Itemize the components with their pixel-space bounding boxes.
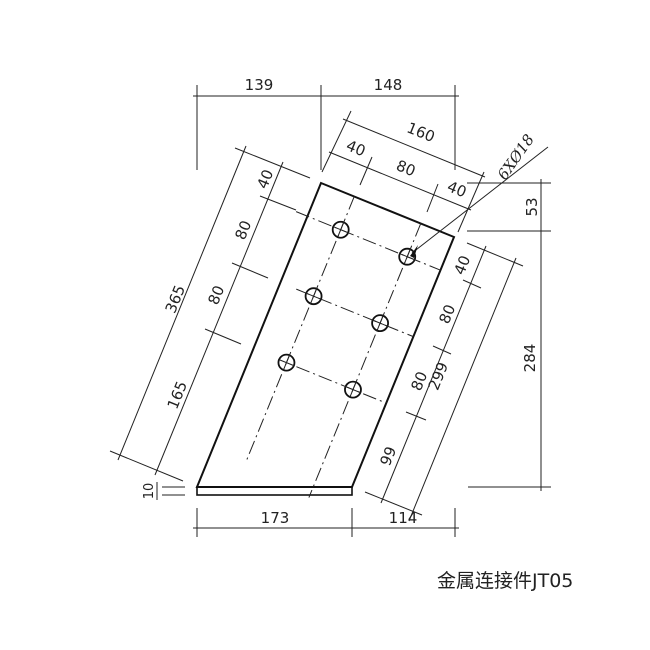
dim-label-173: 173 xyxy=(261,509,290,527)
column-centerline-1 xyxy=(308,223,422,498)
dim-label-284: 284 xyxy=(521,344,539,373)
dim-left xyxy=(109,145,311,482)
dim-label-160: 160 xyxy=(404,119,437,146)
row-centerline-2 xyxy=(296,366,387,404)
dim-label-365: 365 xyxy=(162,282,189,315)
centerlines xyxy=(245,196,441,498)
dim-label-80a: 80 xyxy=(394,156,418,180)
dim-label-99: 99 xyxy=(376,444,400,468)
base-plate xyxy=(196,486,353,496)
dim-label-139: 139 xyxy=(245,76,274,94)
callout-leader xyxy=(411,146,549,254)
row-centerline-0 xyxy=(295,211,441,271)
row-centerline-1 xyxy=(296,288,414,338)
dim-right-slanted xyxy=(364,242,524,522)
dim-label-80d: 80 xyxy=(204,283,228,307)
drawing-caption: 金属连接件JT05 xyxy=(437,570,574,592)
dim-across xyxy=(321,110,486,233)
dim-label-165: 165 xyxy=(164,378,191,411)
dim-label-40d: 40 xyxy=(450,253,474,277)
dim-base xyxy=(156,482,185,500)
dim-label-299: 299 xyxy=(425,359,452,392)
dim-label-40a: 40 xyxy=(344,136,368,160)
dim-label-53: 53 xyxy=(523,197,541,216)
dim-bottom xyxy=(193,508,459,537)
dim-label-40c: 40 xyxy=(253,167,277,191)
hole-callout: 6XØ18 xyxy=(494,131,538,183)
dim-label-148: 148 xyxy=(374,76,403,94)
dim-label-10: 10 xyxy=(142,483,157,500)
dim-label-80e: 80 xyxy=(435,302,459,326)
dim-right-vertical xyxy=(467,179,551,491)
dim-top xyxy=(193,85,459,170)
dim-label-114: 114 xyxy=(389,509,418,527)
leader-arrow xyxy=(410,245,418,258)
dim-label-80f: 80 xyxy=(407,369,431,393)
dim-label-80c: 80 xyxy=(231,218,255,242)
dim-label-40b: 40 xyxy=(445,177,469,201)
